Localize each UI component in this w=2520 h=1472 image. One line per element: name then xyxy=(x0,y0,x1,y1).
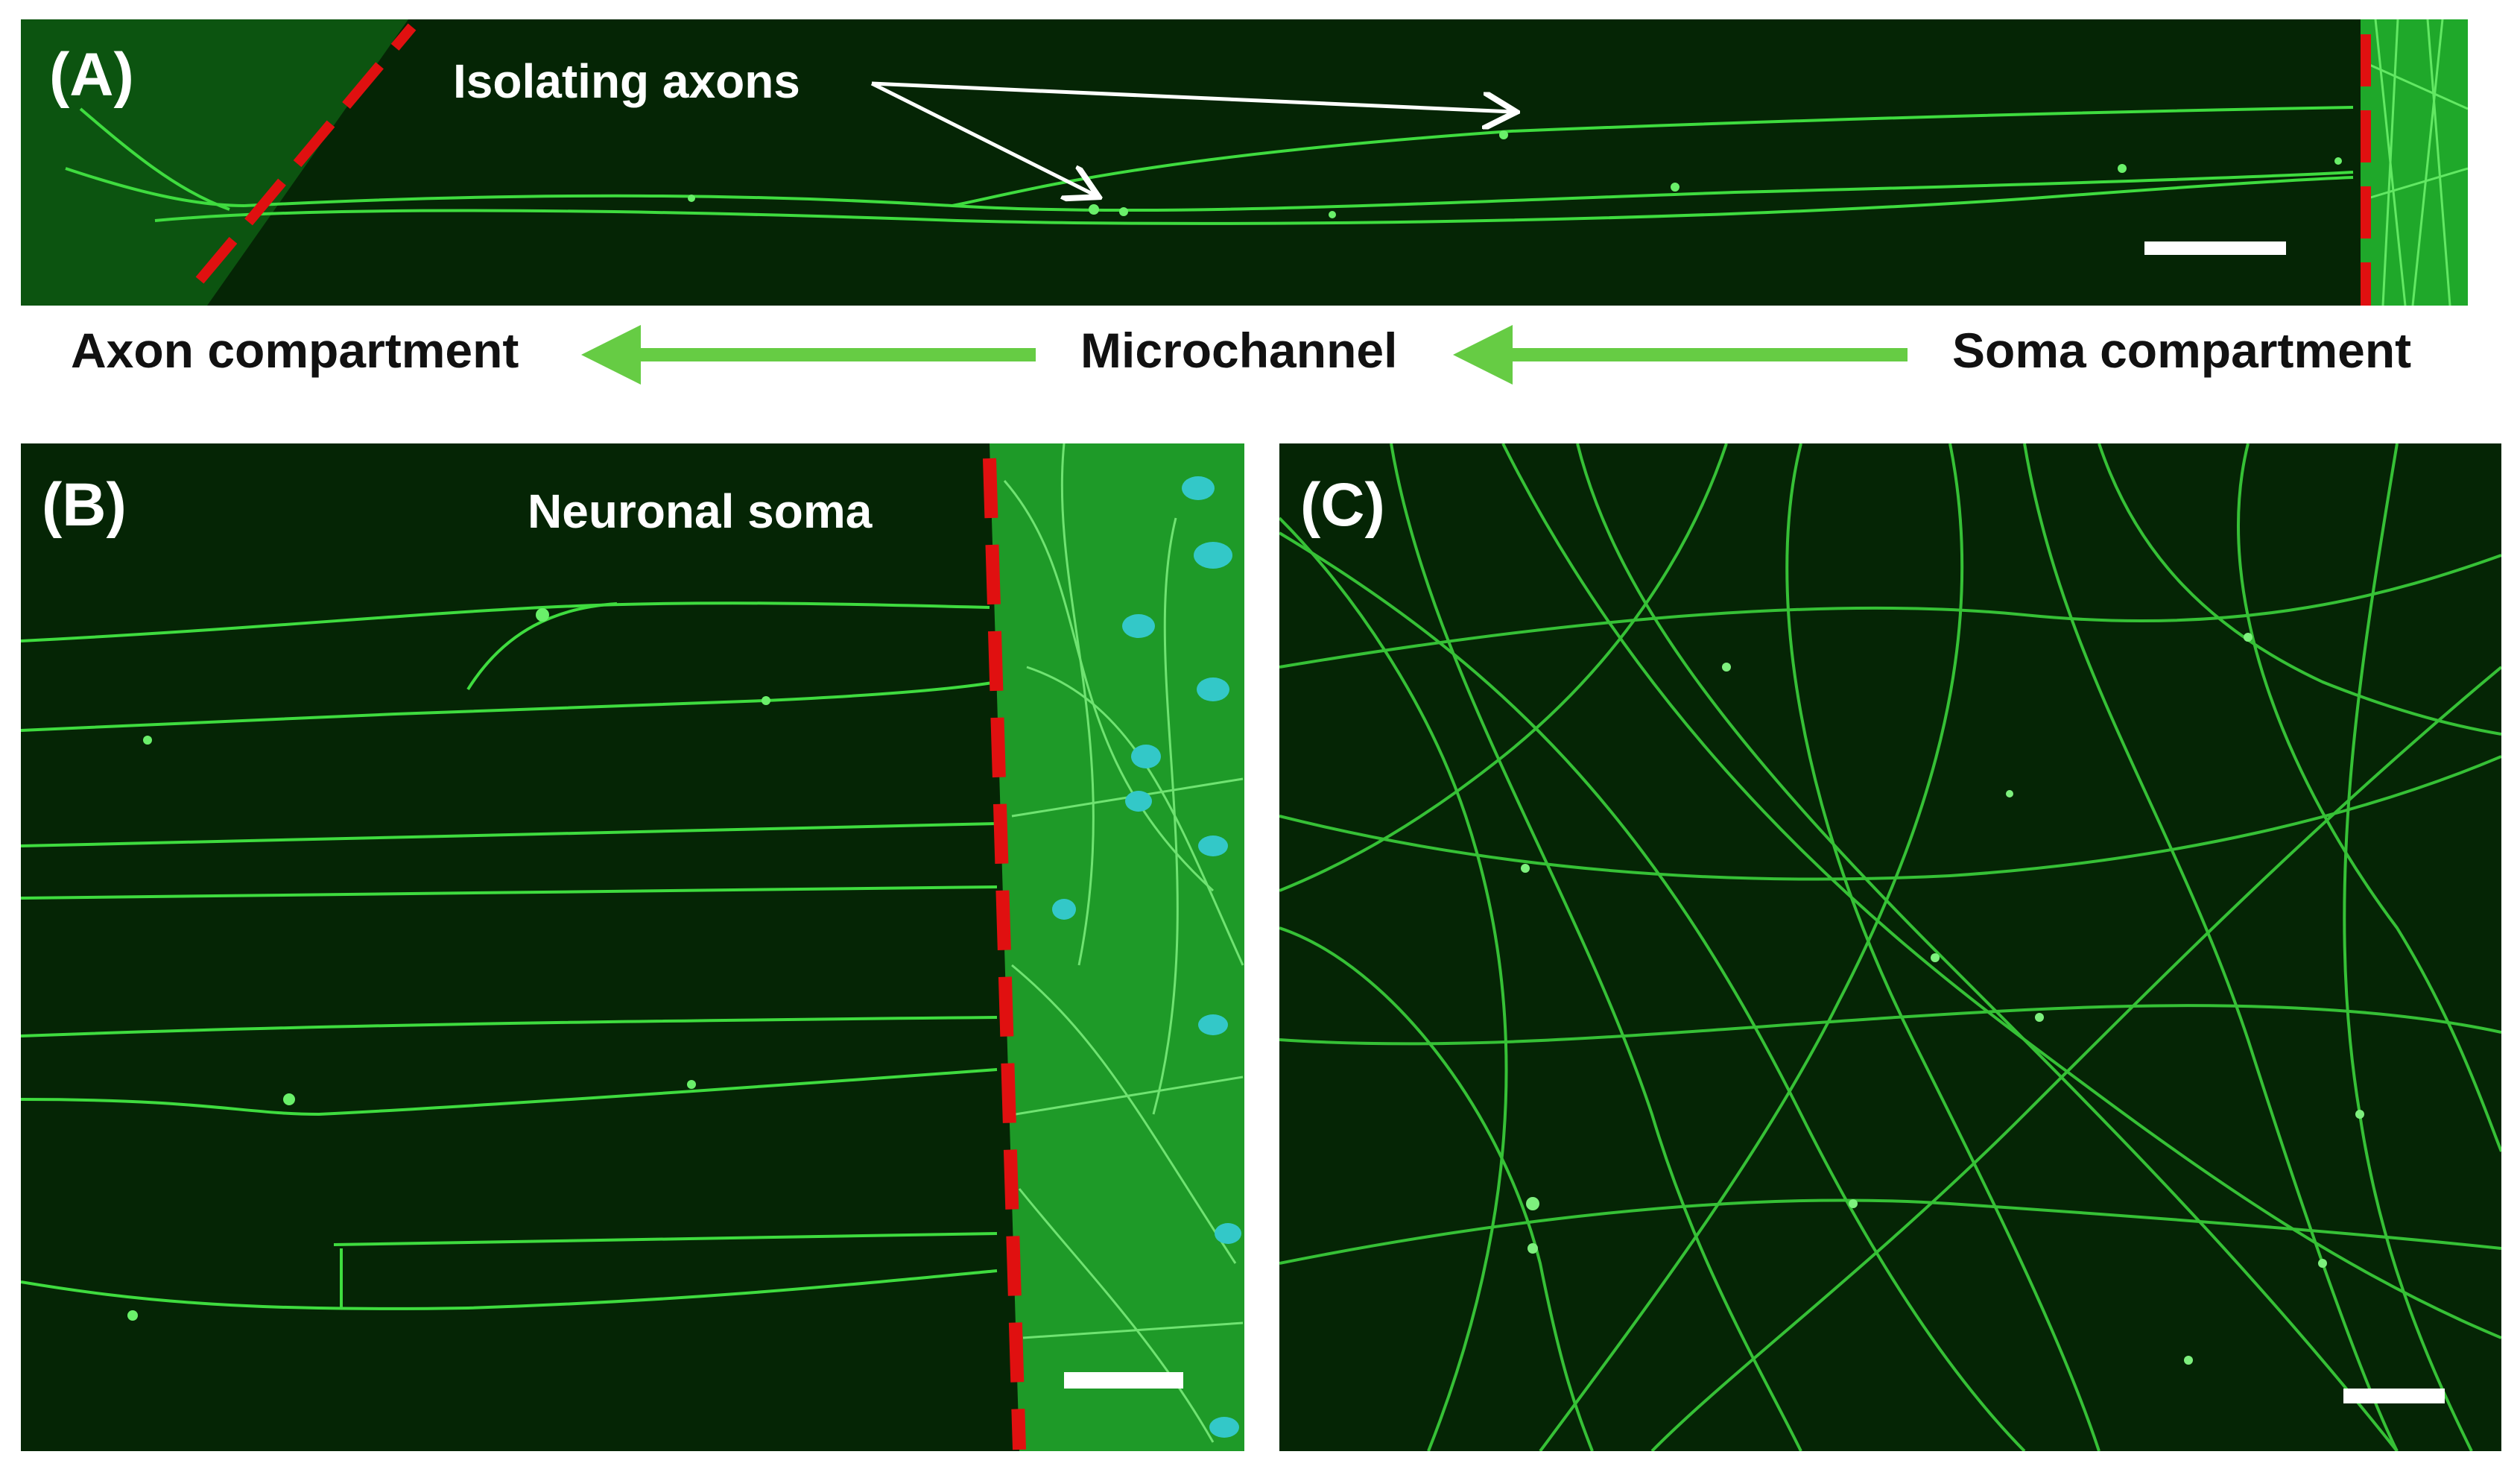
isolating-axons-annotation: Isolating axons xyxy=(453,54,800,108)
neuronal-soma-annotation: Neuronal soma xyxy=(528,484,873,538)
panel-b-label: (B) xyxy=(42,471,127,539)
scale-bar xyxy=(2144,241,2286,255)
scale-bar xyxy=(2343,1389,2445,1403)
panel-c-image: (C) xyxy=(1279,443,2501,1451)
flow-arrow-left xyxy=(581,325,1036,385)
panel-b-image: (B) Neuronal soma xyxy=(21,443,1244,1451)
panel-a-label: (A) xyxy=(49,41,134,109)
soma-compartment-caption: Soma compartment xyxy=(1952,323,2412,378)
panel-c-label: (C) xyxy=(1300,471,1385,539)
axon-compartment-caption: Axon compartment xyxy=(71,323,519,378)
panel-a-micrograph xyxy=(21,19,2468,306)
scale-bar xyxy=(1064,1372,1183,1389)
microchannel-caption: Microchannel xyxy=(1080,323,1398,378)
flow-arrow-right xyxy=(1453,325,1908,385)
panel-b-micrograph xyxy=(21,443,1244,1451)
panel-c-micrograph xyxy=(1279,443,2501,1451)
panel-a-image: (A) Isolating axons xyxy=(21,19,2468,306)
